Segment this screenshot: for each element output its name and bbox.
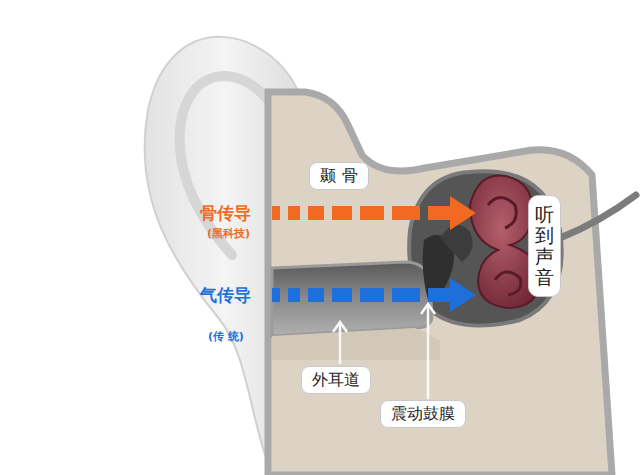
lower-bone <box>272 328 440 360</box>
conduction-label: 气传导 <box>200 284 251 307</box>
cochlea-coil <box>495 272 521 295</box>
part-label-box: 震动鼓膜 <box>380 400 466 429</box>
ear-canal <box>272 262 432 336</box>
label-text: 听到声音 <box>535 204 554 288</box>
label-text: 外耳道 <box>312 370 360 389</box>
label-text: 震动鼓膜 <box>391 404 455 423</box>
conduction-note: (黑科技) <box>207 226 250 241</box>
air-conduction-arrow <box>272 278 476 312</box>
part-label-box: 颞 骨 <box>309 162 368 191</box>
label-text: 颞 骨 <box>320 166 357 185</box>
cochlea-coil <box>488 198 516 229</box>
auditory-nerve <box>560 195 636 238</box>
part-label-box: 外耳道 <box>301 366 371 395</box>
conduction-label: 骨传导 <box>200 202 251 225</box>
temporal-bone <box>268 92 612 475</box>
ossicle <box>440 225 473 262</box>
result-label-box: 听到声音 <box>528 195 561 297</box>
bone-conduction-arrow <box>272 196 476 230</box>
ear-fold <box>180 76 268 255</box>
conduction-note: (传 统) <box>208 329 244 344</box>
